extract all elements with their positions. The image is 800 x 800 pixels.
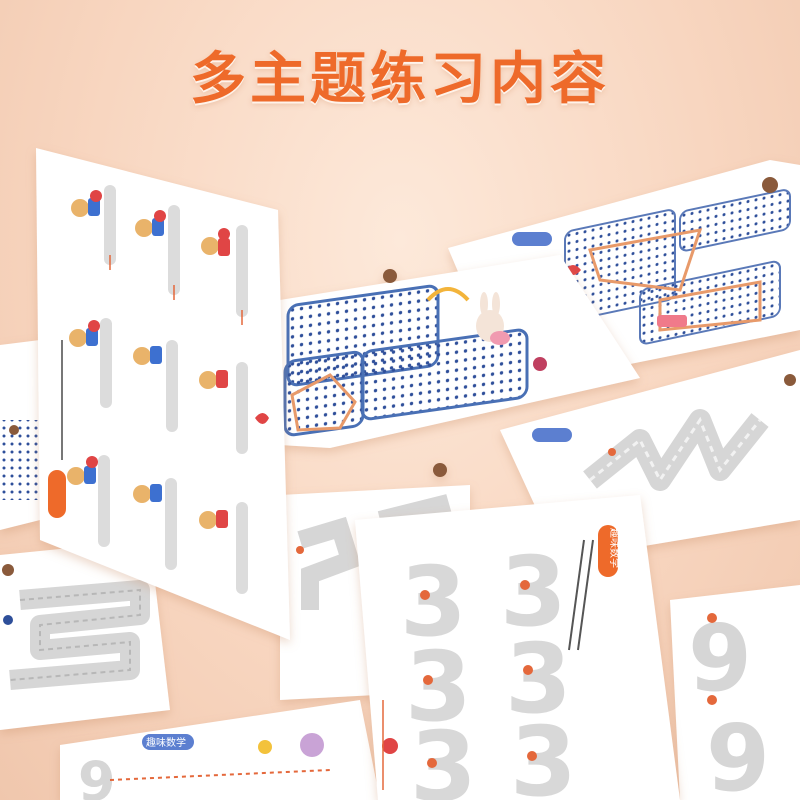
digit-three: 3 — [500, 536, 567, 648]
cloud-icon — [255, 413, 269, 424]
digit-three: 3 — [400, 546, 467, 658]
flower-icon — [533, 357, 547, 371]
card-dot-grid-left — [0, 340, 40, 530]
page-title: 多主题练习内容 — [190, 47, 610, 112]
bear-icon — [201, 228, 230, 256]
start-dot — [420, 590, 430, 600]
bird-icon — [383, 269, 397, 283]
cloud-icon — [382, 738, 398, 754]
card-vertical-lines — [36, 148, 290, 640]
rabbit-icon — [476, 292, 510, 345]
start-dot — [520, 580, 530, 590]
digit-nine: 9 — [688, 605, 752, 712]
card-maze — [0, 540, 170, 730]
start-dot — [523, 665, 533, 675]
sun-icon — [258, 740, 272, 754]
card-dot-grid-rabbit — [280, 255, 640, 448]
digit-nine: 9 — [78, 750, 116, 800]
bear-icon — [69, 320, 100, 347]
trace-column — [236, 225, 248, 594]
phone-icon — [657, 315, 687, 327]
bear-icon — [199, 370, 228, 389]
badge-label: 趣味数学 — [146, 736, 186, 749]
badge-label: 趣味数学 — [608, 528, 621, 568]
start-dot — [423, 675, 433, 685]
digit-three: 3 — [410, 711, 477, 800]
character-icon — [300, 733, 324, 757]
bear-icon — [133, 484, 162, 503]
trace-column — [165, 205, 180, 570]
bear-icon — [135, 210, 166, 237]
card-digit-nine-right: 9 9 — [670, 585, 800, 800]
trace-column — [98, 185, 116, 547]
bear-icon — [133, 346, 162, 365]
digit-three: 3 — [505, 623, 572, 735]
digit-three: 3 — [510, 706, 577, 800]
bear-icon — [71, 190, 102, 217]
card-digit-three: 趣味数学 3 3 3 3 3 3 — [355, 495, 680, 800]
start-dot — [527, 751, 537, 761]
badge-icon — [512, 232, 552, 246]
rainbow-icon — [426, 287, 470, 302]
start-dot — [427, 758, 437, 768]
bear-icon — [199, 510, 228, 529]
card-digit-nine-bottom: 趣味数学 9 — [60, 700, 380, 800]
bird-icon — [762, 177, 778, 193]
bear-icon — [67, 456, 98, 485]
digit-nine: 9 — [706, 705, 770, 800]
digit-three: 3 — [405, 631, 472, 743]
